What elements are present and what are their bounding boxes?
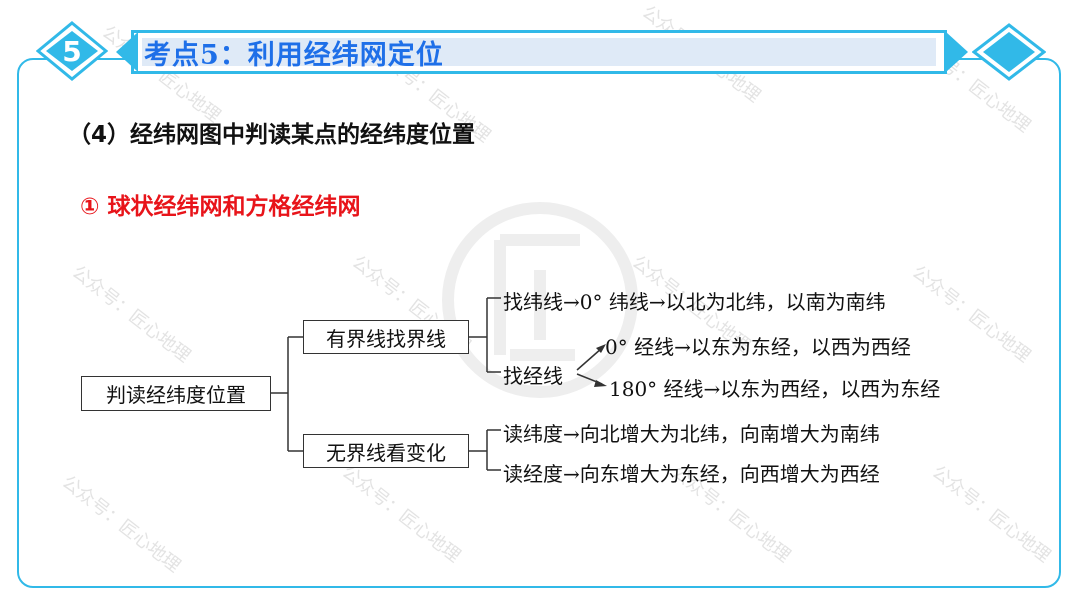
diamond-decoration-icon: [972, 23, 1046, 81]
leaf-find-latitude: 找纬线→0° 纬线→以北为北纬，以南为南纬: [503, 290, 886, 314]
leaf-read-longitude: 读经度→向东增大为东经，向西增大为西经: [503, 462, 880, 486]
leaf-read-latitude: 读纬度→向北增大为北纬，向南增大为南纬: [503, 422, 880, 446]
leaf-longitude-180: 180° 经线→以东为西经，以西为东经: [609, 377, 941, 401]
leaf-find-longitude-label: 找经线: [503, 364, 563, 388]
section-subheading: ① 球状经纬网和方格经纬网: [80, 194, 361, 220]
root-node: 判读经纬度位置: [81, 376, 271, 411]
number-badge-icon: [36, 21, 108, 81]
branch-node-borderless: 无界线看变化: [303, 434, 469, 468]
branch-node-bordered: 有界线找界线: [303, 320, 469, 354]
banner-left-arrow-icon: [116, 32, 138, 72]
banner-right-arrow-icon: [946, 32, 968, 72]
title-banner-fill: [142, 38, 936, 66]
section-number: 5: [62, 34, 82, 68]
title-banner: 考点5：利用经纬网定位: [131, 30, 947, 74]
section-heading: （4）经纬网图中判读某点的经纬度位置: [68, 122, 476, 148]
leaf-longitude-zero: 0° 经线→以东为东经，以西为西经: [605, 335, 911, 359]
page-title: 考点5：利用经纬网定位: [144, 39, 444, 71]
